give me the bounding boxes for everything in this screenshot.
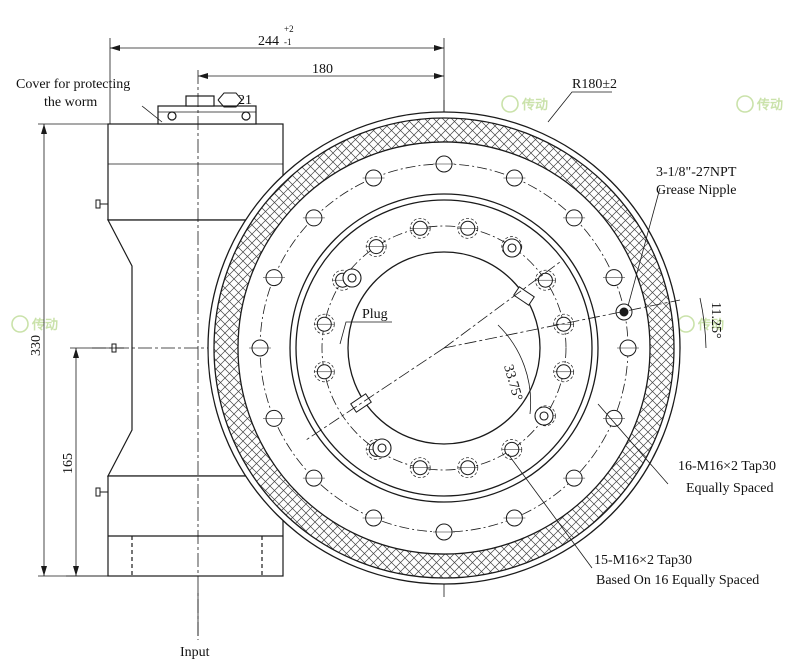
dim-radius: R180±2 [572, 77, 617, 92]
watermark-text: 传动 [31, 317, 58, 332]
angle-arc-33 [497, 324, 531, 415]
hatched-ring [213, 117, 675, 579]
worm-cover [157, 105, 257, 125]
watermark-logo: 传动 [736, 95, 783, 113]
dim-overall-width-lower-tol: -1 [284, 37, 292, 47]
angle-arc-11 [699, 297, 707, 349]
input-label: Input [180, 645, 210, 660]
nipple-callout-line1: 3-1/8"-27NPT [656, 165, 737, 180]
dimension-arrows [41, 45, 444, 576]
mid-circle-1 [289, 193, 599, 503]
inner-holes-callout-line2: Based On 16 Equally Spaced [596, 573, 759, 588]
cover-callout-line2: the worm [44, 95, 97, 110]
inner-holes-callout-line1: 15-M16×2 Tap30 [594, 553, 692, 568]
angle-lines [305, 261, 681, 441]
inner-plugs [342, 238, 554, 458]
outer-bolt-holes [249, 155, 639, 541]
dim-overall-width: 244 [258, 34, 279, 49]
watermark-text: 传动 [756, 97, 783, 112]
housing-top-block [107, 123, 284, 221]
dim-center-offset: 180 [312, 62, 333, 77]
watermark-text: 传动 [521, 97, 548, 112]
dimension-lines [38, 38, 612, 577]
outer-holes-callout-line2: Equally Spaced [686, 481, 773, 496]
plug-callout: Plug [362, 307, 388, 322]
dim-overall-width-upper-tol: +2 [284, 24, 294, 34]
mid-circle-2 [295, 199, 593, 497]
outer-holes-callout-line1: 16-M16×2 Tap30 [678, 459, 776, 474]
dim-height-total: 330 [29, 335, 44, 356]
dim-height-center: 165 [61, 453, 76, 474]
housing-bottom-block [107, 475, 284, 577]
cover-callout-line1: Cover for protecting [16, 77, 130, 92]
watermark-logo: 传动 [501, 95, 548, 113]
dim-hex-size: 21 [238, 93, 252, 108]
nipple-callout-line2: Grease Nipple [656, 183, 736, 198]
angle-nipple-label: 11.25° [708, 302, 723, 339]
bolt-circle-inner [321, 225, 567, 471]
inner-circle [347, 251, 541, 445]
leader-lines [141, 105, 669, 636]
watermark-logo: 传动 [11, 315, 58, 333]
